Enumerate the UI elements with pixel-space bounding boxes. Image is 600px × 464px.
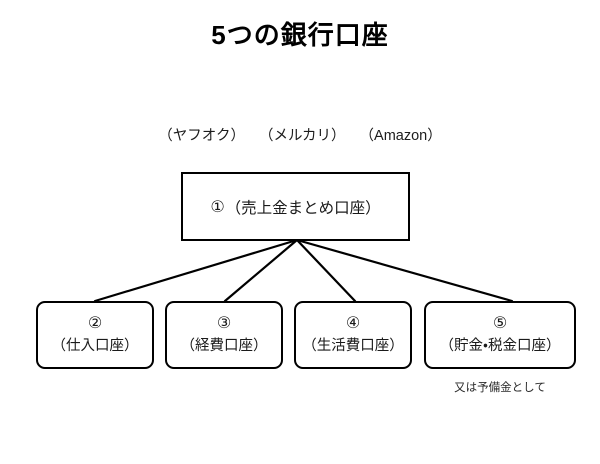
account-label-1: （売上金まとめ口座） <box>225 199 381 217</box>
source-label-amazon: （Amazon） <box>359 128 442 144</box>
source-label-yahoo-auction: （ヤフオク） <box>158 128 245 144</box>
connector-line-to-node-2 <box>93 238 299 303</box>
account-node-purchasing[interactable]: ② （仕入口座） <box>36 301 154 369</box>
account-node-sales-consolidation[interactable]: ① （売上金まとめ口座） <box>181 172 410 241</box>
connector-line-to-node-3 <box>223 238 299 303</box>
account-number-5: ⑤ <box>492 315 508 333</box>
account-node-living-expenses[interactable]: ④ （生活費口座） <box>294 301 412 369</box>
account-node-savings-tax[interactable]: ⑤ （貯金・税金口座） <box>424 301 576 369</box>
account-number-4: ④ <box>345 315 361 333</box>
account-number-1: ① <box>210 198 225 216</box>
account-label-4: （生活費口座） <box>302 337 404 354</box>
source-label-mercari: （メルカリ） <box>258 128 346 144</box>
account-node-expenses[interactable]: ③ （経費口座） <box>165 301 283 369</box>
page-title: 5つの銀行口座 <box>211 20 389 50</box>
account-number-3: ③ <box>216 315 232 333</box>
connector-line-to-node-5 <box>295 238 514 303</box>
source-platform-labels: （ヤフオク） （メルカリ） （Amazon） <box>150 124 450 145</box>
account-label-5: （貯金・税金口座） <box>439 337 561 354</box>
account-number-2: ② <box>87 315 103 333</box>
account-label-2: （仕入口座） <box>51 337 139 354</box>
connector-line-to-node-4 <box>295 238 357 303</box>
account-label-3: （経費口座） <box>180 337 268 354</box>
footnote-reserve-fund: 又は予備金として <box>454 382 546 394</box>
